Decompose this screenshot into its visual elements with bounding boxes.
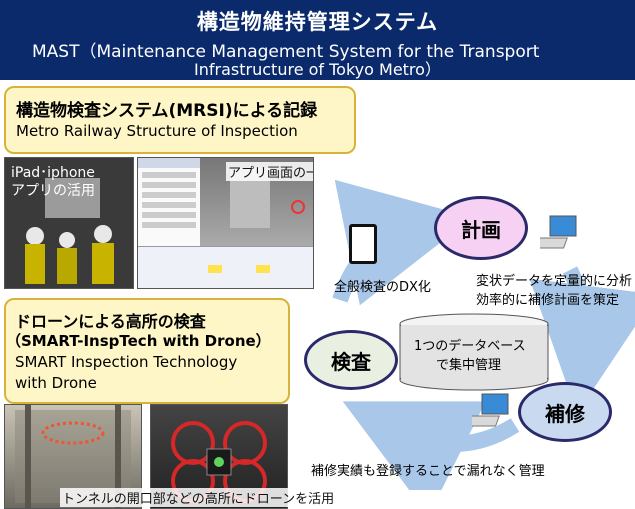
workers-illustration: [5, 158, 133, 288]
arrow-repair-to-inspect: [342, 401, 520, 490]
ipad-label-2: アプリの活用: [11, 183, 95, 199]
app-grid: [138, 246, 313, 288]
shaft-illustration: [15, 405, 131, 508]
mrsi-subtitle: Metro Railway Structure of Inspection: [16, 122, 298, 140]
ipad-label-1: iPad･iphone: [11, 165, 95, 181]
system-subtitle-line2: Infrastructure of Tokyo Metro）: [194, 60, 441, 79]
computer-icon: [540, 215, 577, 249]
repair-desc: 補修実績も登録することで漏れなく管理: [311, 464, 545, 479]
drone-caption: トンネルの開口部などの高所にドローンを活用: [60, 488, 337, 507]
mrsi-box: 構造物検査システム(MRSI)による記録 Metro Railway Struc…: [4, 86, 356, 154]
plan-desc-1: 変状データを定量的に分析: [476, 274, 633, 289]
drone-box: ドローンによる高所の検査 （SMART-InspTech with Drone）…: [4, 298, 290, 404]
system-title: 構造物維持管理システム: [196, 10, 439, 34]
tablet-icon: [349, 224, 377, 264]
app-screen-label: アプリ画面の一例: [226, 162, 313, 181]
computer-icon-2: [472, 393, 509, 427]
database-label-1: 1つのデータベース: [414, 339, 526, 354]
plan-circle: 計画: [434, 196, 528, 260]
dx-label: 全般検査のDX化: [334, 280, 431, 295]
inspection-photo: iPad･iphone アプリの活用: [4, 157, 134, 289]
repair-circle: 補修: [518, 382, 612, 442]
inspect-circle: 検査: [304, 330, 398, 390]
mrsi-title: 構造物検査システム(MRSI)による記録: [16, 101, 318, 121]
header-banner: 構造物維持管理システム MAST（Maintenance Management …: [0, 0, 635, 80]
drone-subtitle-2: with Drone: [15, 374, 97, 392]
system-subtitle-line1: MAST（Maintenance Management System for t…: [32, 42, 540, 62]
drone-title-1: ドローンによる高所の検査: [15, 312, 206, 331]
plan-desc-2: 効率的に補修計画を策定: [476, 293, 620, 308]
database-label-2: で集中管理: [436, 358, 502, 373]
database-icon: [399, 313, 549, 391]
drone-title-2: （SMART-InspTech with Drone）: [6, 332, 271, 350]
app-screen-photo: アプリ画面の一例: [137, 157, 314, 289]
drone-subtitle-1: SMART Inspection Technology: [15, 353, 238, 371]
arrow-plan-to-repair: [529, 266, 635, 414]
